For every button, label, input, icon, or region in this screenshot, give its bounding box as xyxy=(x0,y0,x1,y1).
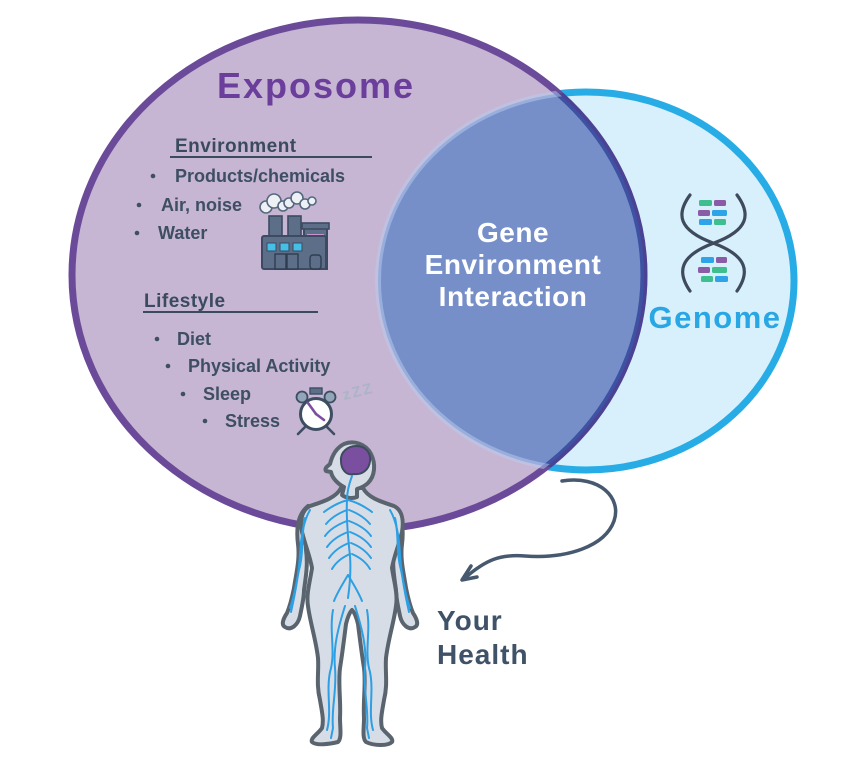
your-health-line1: Your xyxy=(437,605,503,636)
bullet-dot xyxy=(134,230,140,236)
curved-arrow-icon xyxy=(460,478,618,582)
overlap-line-gene: Gene xyxy=(477,217,549,248)
factory-door xyxy=(286,253,299,270)
your-health-label: Your Health xyxy=(437,605,529,670)
overlap-line-interaction: Interaction xyxy=(439,281,588,312)
list-item-sleep: Sleep xyxy=(203,384,251,404)
lifestyle-section: Lifestyle Diet Physical Activity Sleep S… xyxy=(143,291,330,431)
genome-title: Genome xyxy=(648,300,781,335)
environment-section: Environment Products/chemicals Air, nois… xyxy=(134,136,372,243)
nerve-lines xyxy=(289,475,411,739)
overlap-line-environment: Environment xyxy=(425,249,602,280)
clock-hand xyxy=(306,401,318,416)
bullet-dot xyxy=(180,391,186,397)
environment-heading: Environment xyxy=(175,136,297,157)
list-item-diet: Diet xyxy=(177,329,211,349)
dna-base-pairs xyxy=(698,200,728,282)
factory-door xyxy=(274,253,287,270)
factory-window xyxy=(292,242,303,252)
list-item-air-noise: Air, noise xyxy=(161,195,242,215)
dna-helix-icon xyxy=(680,193,747,293)
brain xyxy=(339,444,372,476)
list-item-water: Water xyxy=(158,223,207,243)
exposome-title: Exposome xyxy=(217,65,415,106)
human-nervous-system-icon xyxy=(280,440,420,747)
bullet-dot xyxy=(154,336,160,342)
bullet-dot xyxy=(202,418,208,424)
torso-and-legs xyxy=(299,486,405,747)
clock-hand xyxy=(314,412,326,422)
bullet-dot xyxy=(165,363,171,369)
list-item-physical-activity: Physical Activity xyxy=(188,356,330,376)
list-item-stress: Stress xyxy=(225,411,280,431)
factory-icon xyxy=(259,191,330,270)
smoke-clouds xyxy=(259,191,317,214)
arrowhead xyxy=(460,564,479,582)
factory-window xyxy=(279,242,290,252)
bullet-dot xyxy=(136,202,142,208)
bullet-dot xyxy=(150,173,156,179)
factory-window xyxy=(266,242,277,252)
overlap-label: Gene Environment Interaction xyxy=(425,217,602,312)
lifestyle-heading: Lifestyle xyxy=(144,291,226,312)
list-item-products-chemicals: Products/chemicals xyxy=(175,166,345,186)
your-health-line2: Health xyxy=(437,639,529,670)
tower-door xyxy=(309,254,322,270)
alarm-clock-icon xyxy=(295,387,337,436)
